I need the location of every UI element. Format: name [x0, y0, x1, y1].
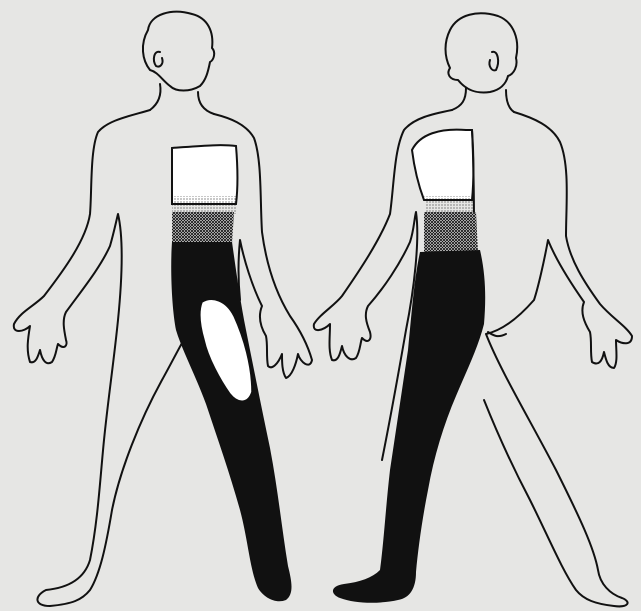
right-outlined-area — [412, 130, 474, 200]
left-outlined-area — [172, 145, 238, 204]
right-hypesthetic-band-hatch — [424, 212, 478, 252]
right-hypesthetic-band-dots — [424, 196, 474, 214]
left-hypesthetic-band-dots — [172, 196, 236, 214]
left-hypesthetic-band-hatch — [172, 212, 234, 244]
